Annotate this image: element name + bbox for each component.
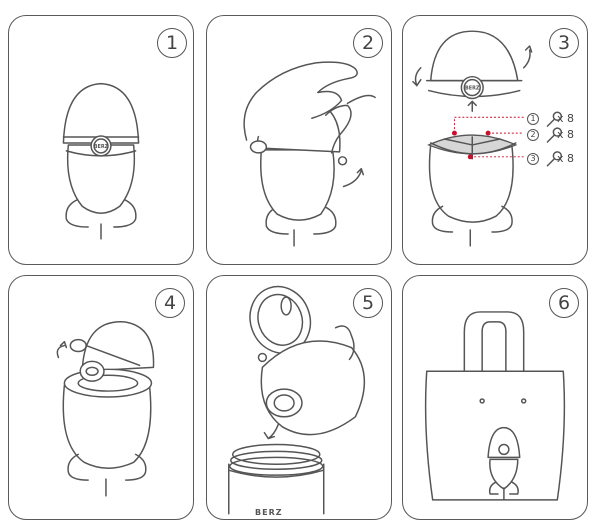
arrow-rotate-right-icon bbox=[356, 167, 365, 176]
step-number-5: 5 bbox=[353, 288, 383, 318]
step-5-panel: BERZ 5 bbox=[206, 275, 392, 520]
lock-brand: BERZ bbox=[94, 144, 109, 150]
callout-index: 3 bbox=[527, 152, 539, 165]
step-2-panel: 2 bbox=[206, 15, 392, 265]
key-icon bbox=[546, 111, 563, 167]
callout-3: 3 x 8 bbox=[527, 152, 574, 165]
callout-quantity: x 8 bbox=[557, 128, 575, 141]
step-number-2: 2 bbox=[353, 28, 383, 58]
step-number-4: 4 bbox=[155, 288, 185, 318]
callout-2: 2 x 8 bbox=[527, 128, 574, 141]
step-4-panel: 4 bbox=[8, 275, 194, 520]
arrow-up-icon bbox=[467, 100, 477, 113]
step-number-text: 2 bbox=[361, 32, 375, 54]
step-number-text: 6 bbox=[557, 292, 571, 314]
step-3-panel: BERZ 3 1 x 8 2 bbox=[402, 15, 588, 265]
callout-1: 1 x 8 bbox=[527, 112, 574, 125]
arrow-rotate-left-icon bbox=[414, 67, 422, 87]
step-number-text: 5 bbox=[361, 292, 375, 314]
step-2-illustration bbox=[243, 61, 376, 247]
step-number-text: 3 bbox=[557, 32, 571, 54]
step-4-illustration bbox=[56, 321, 155, 497]
lock-brand: BERZ bbox=[465, 86, 480, 92]
step-number-6: 6 bbox=[549, 288, 579, 318]
step-number-text: 4 bbox=[163, 292, 177, 314]
callout-quantity: x 8 bbox=[557, 152, 575, 165]
rotate-arrow bbox=[342, 169, 363, 188]
bottle-brand-label: BERZ bbox=[255, 508, 283, 517]
step-number-1: 1 bbox=[157, 28, 187, 58]
callout-index: 2 bbox=[527, 128, 539, 141]
step-6-illustration bbox=[424, 311, 566, 501]
arrow-rotate-right-icon bbox=[524, 45, 533, 53]
arrow-down-icon bbox=[263, 423, 279, 440]
step-number-3: 3 bbox=[549, 28, 579, 58]
step-1-panel: BERZ 1 bbox=[8, 15, 194, 265]
step-number-text: 1 bbox=[165, 32, 179, 54]
step-6-panel: 6 bbox=[402, 275, 588, 520]
step-5-illustration bbox=[228, 285, 366, 515]
callout-quantity: x 8 bbox=[557, 112, 575, 125]
callout-index: 1 bbox=[527, 112, 539, 125]
step-3-illustration: BERZ bbox=[412, 30, 563, 247]
step-1-illustration: BERZ bbox=[62, 82, 140, 240]
arrow-up-icon bbox=[56, 344, 66, 359]
